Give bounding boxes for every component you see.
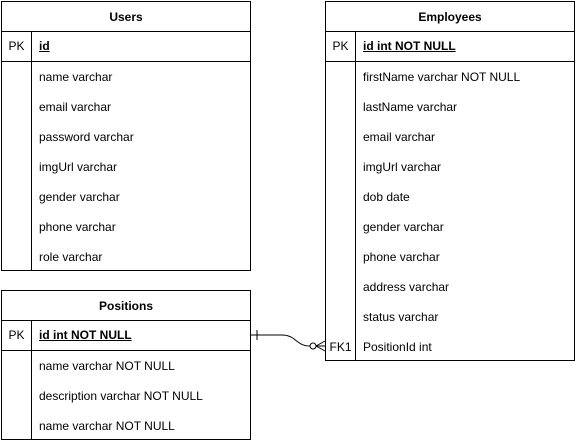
employees-key-column: FK1 bbox=[326, 62, 356, 361]
positions-field[interactable]: description varchar NOT NULL bbox=[39, 389, 203, 403]
employees-pk-field: id int NOT NULL bbox=[363, 39, 456, 53]
positions-pk-row[interactable]: PK id int NOT NULL bbox=[2, 321, 250, 351]
employees-field[interactable]: email varchar bbox=[363, 130, 436, 144]
users-field[interactable]: role varchar bbox=[39, 250, 103, 264]
relationship-line[interactable] bbox=[251, 334, 325, 347]
employees-field[interactable]: lastName varchar bbox=[363, 100, 458, 114]
users-pk-label: PK bbox=[2, 32, 32, 61]
employees-table-title: Employees bbox=[326, 2, 574, 32]
employees-field[interactable]: gender varchar bbox=[363, 220, 444, 234]
employees-pk-label: PK bbox=[326, 32, 356, 61]
employees-field[interactable]: dob date bbox=[363, 190, 410, 204]
employees-field[interactable]: address varchar bbox=[363, 280, 450, 294]
users-field[interactable]: name varchar bbox=[39, 70, 113, 84]
users-field[interactable]: imgUrl varchar bbox=[39, 160, 118, 174]
employees-field[interactable]: PositionId int bbox=[363, 340, 432, 354]
users-key-column bbox=[2, 62, 32, 271]
positions-table[interactable]: Positions PK id int NOT NULL name varcha… bbox=[1, 290, 251, 440]
employees-field[interactable]: imgUrl varchar bbox=[363, 160, 442, 174]
positions-field[interactable]: name varchar NOT NULL bbox=[39, 419, 175, 433]
positions-table-title: Positions bbox=[2, 291, 250, 321]
users-table[interactable]: Users PK id name varchar email varchar p… bbox=[1, 1, 251, 271]
users-pk-field: id bbox=[39, 39, 50, 53]
crows-foot-marker bbox=[315, 340, 326, 352]
employees-field[interactable]: firstName varchar NOT NULL bbox=[363, 70, 521, 84]
positions-key-column bbox=[2, 351, 32, 440]
users-pk-row[interactable]: PK id bbox=[2, 32, 250, 62]
users-field[interactable]: gender varchar bbox=[39, 190, 120, 204]
users-table-title: Users bbox=[2, 2, 250, 32]
optional-circle-marker bbox=[309, 342, 317, 350]
users-field[interactable]: phone varchar bbox=[39, 220, 116, 234]
employees-field[interactable]: phone varchar bbox=[363, 250, 440, 264]
positions-pk-field: id int NOT NULL bbox=[39, 328, 132, 342]
users-field[interactable]: email varchar bbox=[39, 100, 112, 114]
employees-pk-row[interactable]: PK id int NOT NULL bbox=[326, 32, 574, 62]
employees-field[interactable]: status varchar bbox=[363, 310, 439, 324]
users-field[interactable]: password varchar bbox=[39, 130, 134, 144]
positions-field[interactable]: name varchar NOT NULL bbox=[39, 359, 175, 373]
employees-table[interactable]: Employees PK id int NOT NULL FK1 firstNa… bbox=[325, 1, 575, 361]
employees-fk-label: FK1 bbox=[329, 340, 352, 354]
positions-pk-label: PK bbox=[2, 321, 32, 350]
